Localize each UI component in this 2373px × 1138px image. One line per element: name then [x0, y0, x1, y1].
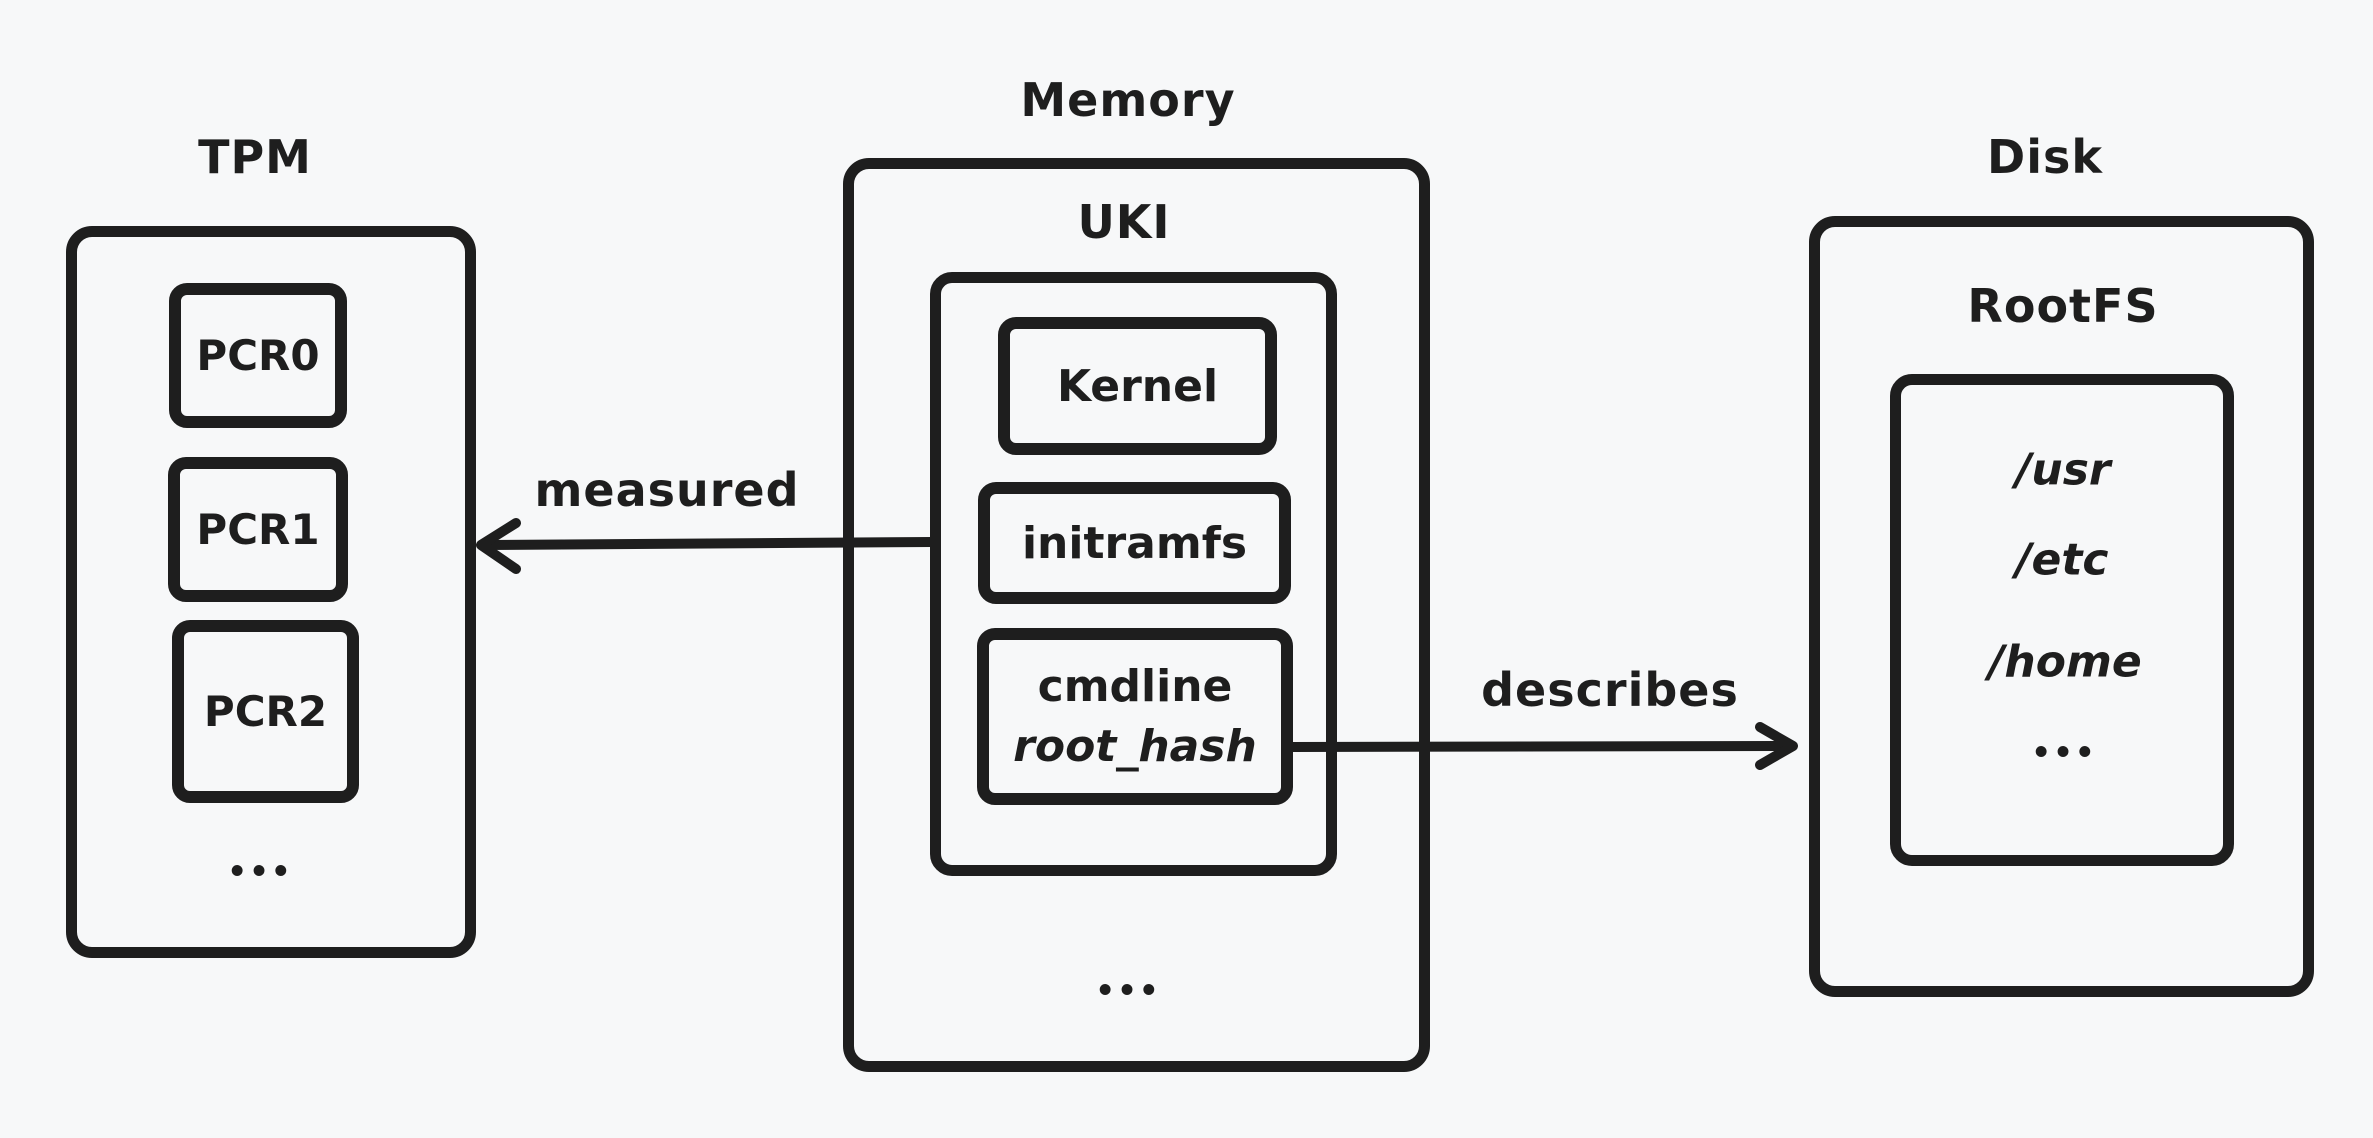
rootfs-entry-usr: /usr	[2015, 444, 2111, 496]
describes-arrow	[1288, 722, 1798, 770]
kernel-box: Kernel	[998, 317, 1277, 455]
uki-title: UKI	[1077, 195, 1171, 249]
pcr1-label: PCR1	[196, 505, 320, 554]
tpm-title: TPM	[198, 130, 312, 184]
memory-box	[843, 158, 1430, 1072]
pcr1-box: PCR1	[168, 457, 348, 602]
measured-arrowhead	[476, 518, 521, 574]
cmdline-box: cmdline root_hash	[977, 628, 1293, 805]
pcr0-box: PCR0	[169, 283, 347, 428]
pcr2-label: PCR2	[203, 687, 328, 736]
measured-arrow	[476, 518, 937, 574]
tpm-box	[66, 226, 476, 958]
disk-box	[1809, 216, 2314, 997]
pcr0-label: PCR0	[196, 331, 320, 380]
kernel-label: Kernel	[1056, 360, 1219, 412]
initramfs-label: initramfs	[1021, 517, 1248, 569]
initramfs-box: initramfs	[978, 482, 1291, 604]
root-hash-label: root_hash	[1013, 720, 1257, 772]
measured-arrow-label: measured	[534, 463, 800, 517]
memory-title: Memory	[1020, 73, 1236, 127]
rootfs-title: RootFS	[1967, 279, 2159, 333]
rootfs-entry-etc: /etc	[2015, 534, 2109, 586]
rootfs-ellipsis: •••	[2031, 735, 2097, 771]
rootfs-box	[1890, 374, 2234, 866]
cmdline-label: cmdline	[1037, 660, 1233, 712]
uki-box	[930, 272, 1337, 876]
describes-arrowhead	[1755, 722, 1798, 770]
pcr2-box: PCR2	[172, 620, 359, 803]
tpm-ellipsis: •••	[227, 854, 293, 890]
describes-arrow-label: describes	[1481, 663, 1739, 717]
disk-title: Disk	[1987, 130, 2103, 184]
rootfs-entry-home: /home	[1988, 636, 2142, 688]
memory-ellipsis: •••	[1095, 973, 1161, 1009]
describes-arrow-shaft	[1288, 741, 1790, 752]
measured-arrow-shaft	[481, 537, 937, 550]
